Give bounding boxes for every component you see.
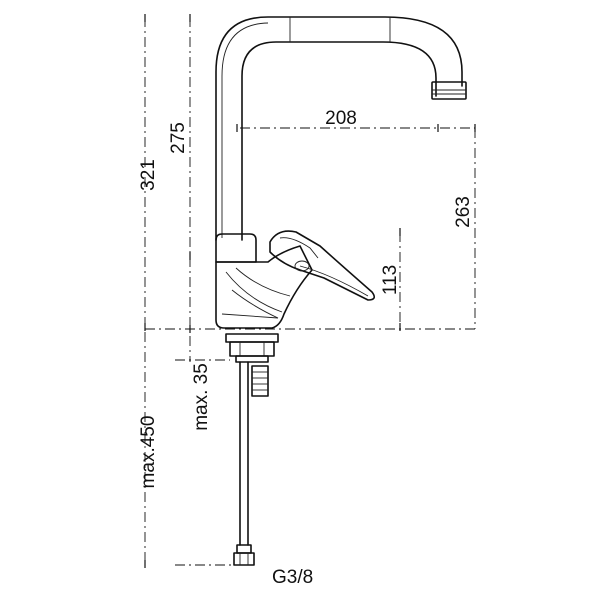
dim-label-spout-height: 321 (138, 159, 159, 191)
dimension-ticks (144, 14, 476, 568)
threaded-rod (251, 365, 269, 397)
tap-body (215, 233, 313, 329)
dim-label-lever-height: 113 (380, 265, 401, 295)
dim-label-outlet-height: 263 (453, 196, 474, 228)
dim-label-spout-reach: 208 (325, 108, 357, 129)
lever-handle (269, 230, 376, 301)
extension-lines (144, 17, 476, 566)
mounting-nut (225, 333, 279, 363)
spout (215, 16, 463, 241)
dim-label-hose-length: max.450 (138, 416, 159, 489)
dim-label-connection-thread: G3/8 (272, 567, 313, 588)
dim-label-deck-thickness: max. 35 (191, 363, 212, 431)
aerator (431, 81, 467, 100)
dim-label-spout-inner-height: 275 (168, 122, 189, 154)
supply-hose (233, 361, 255, 566)
